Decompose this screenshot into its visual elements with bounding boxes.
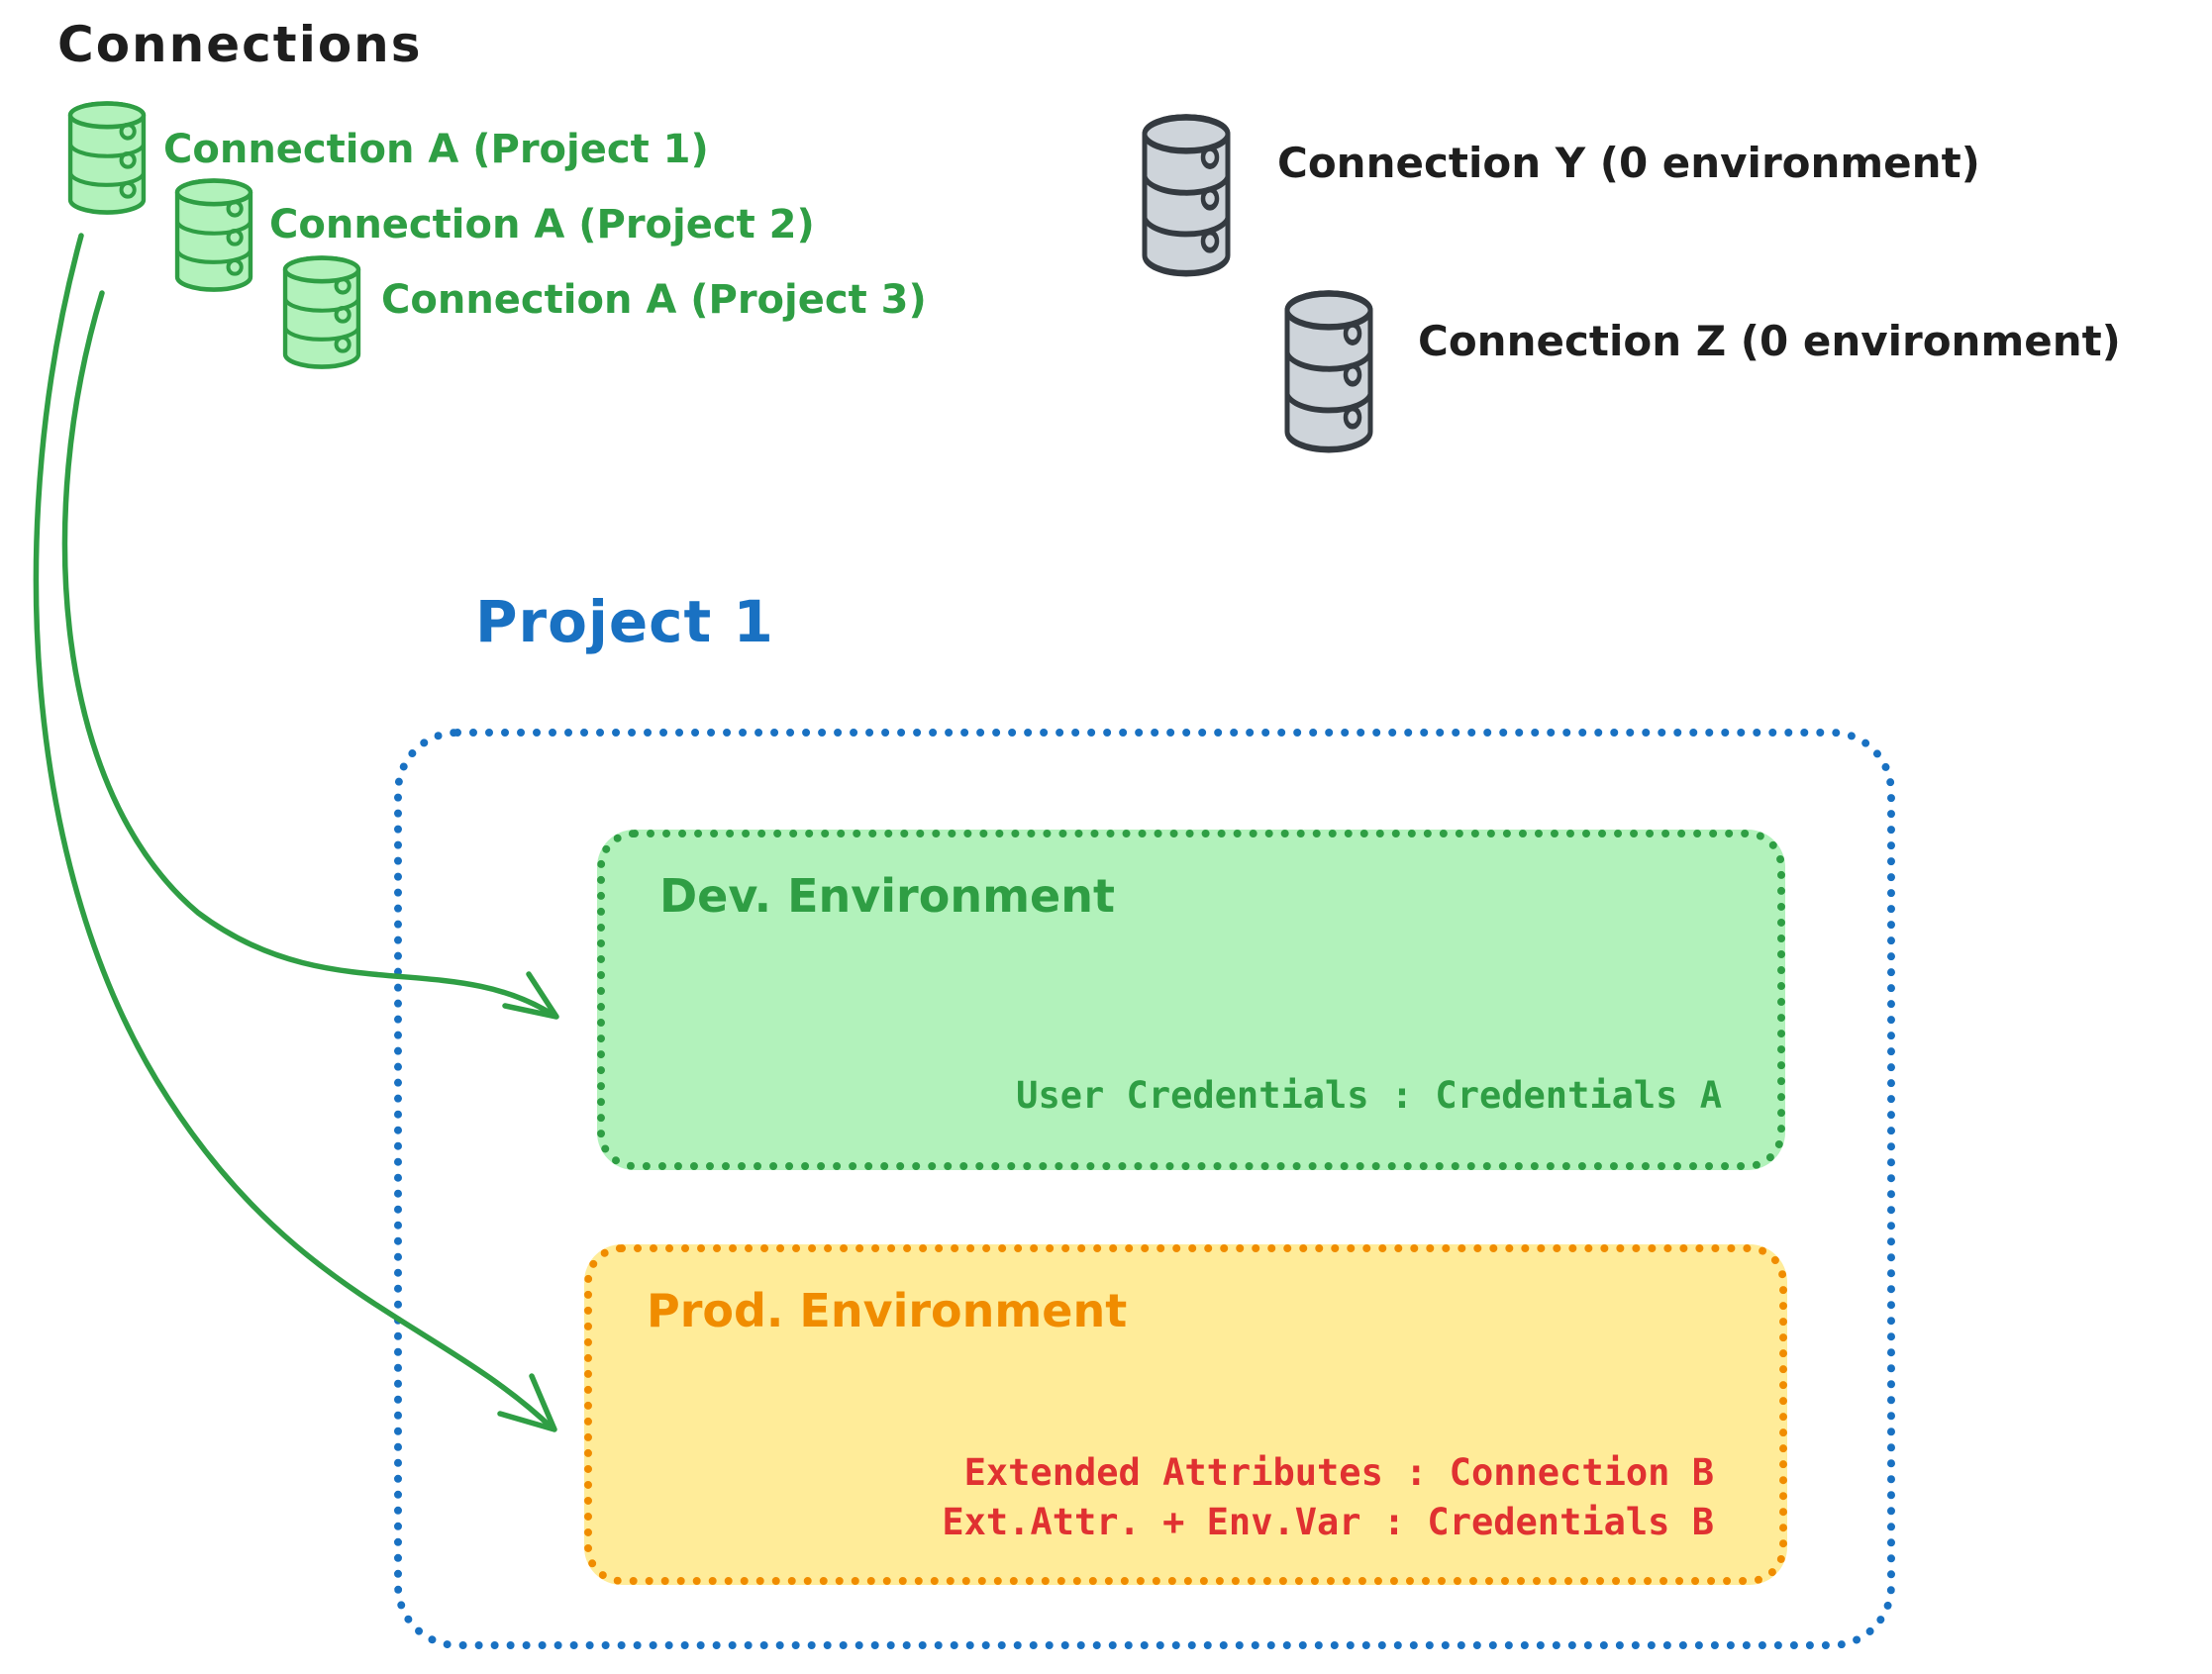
project-title: Project 1 [475,588,774,655]
dev-credentials-mapping: User Credentials : Credentials A [1016,1074,1722,1117]
connection-label: Connection A (Project 2) [269,202,815,247]
database-icon-green-3 [282,255,361,369]
prod-environment-box: Prod. Environment Extended Attributes : … [584,1244,1787,1585]
database-icon-gray-y [1142,114,1231,277]
database-icon-gray-z [1284,290,1373,453]
diagram-title: Connections [57,16,423,73]
dev-environment-title: Dev. Environment [659,869,1115,923]
prod-mapping-line: Extended Attributes : Connection B [963,1451,1714,1494]
prod-mapping-line: Ext.Attr. + Env.Var : Credentials B [942,1501,1714,1543]
connection-label: Connection A (Project 3) [381,277,927,323]
connection-label: Connection A (Project 1) [163,127,709,172]
prod-environment-title: Prod. Environment [647,1284,1128,1337]
connection-label: Connection Z (0 environment) [1418,317,2121,365]
dev-environment-box: Dev. Environment User Credentials : Cred… [597,830,1785,1170]
connection-label: Connection Y (0 environment) [1277,139,1980,187]
database-icon-green-2 [174,178,253,292]
database-icon-green-1 [67,101,147,215]
prod-credentials-mappings: Extended Attributes : Connection B Ext.A… [942,1448,1714,1547]
